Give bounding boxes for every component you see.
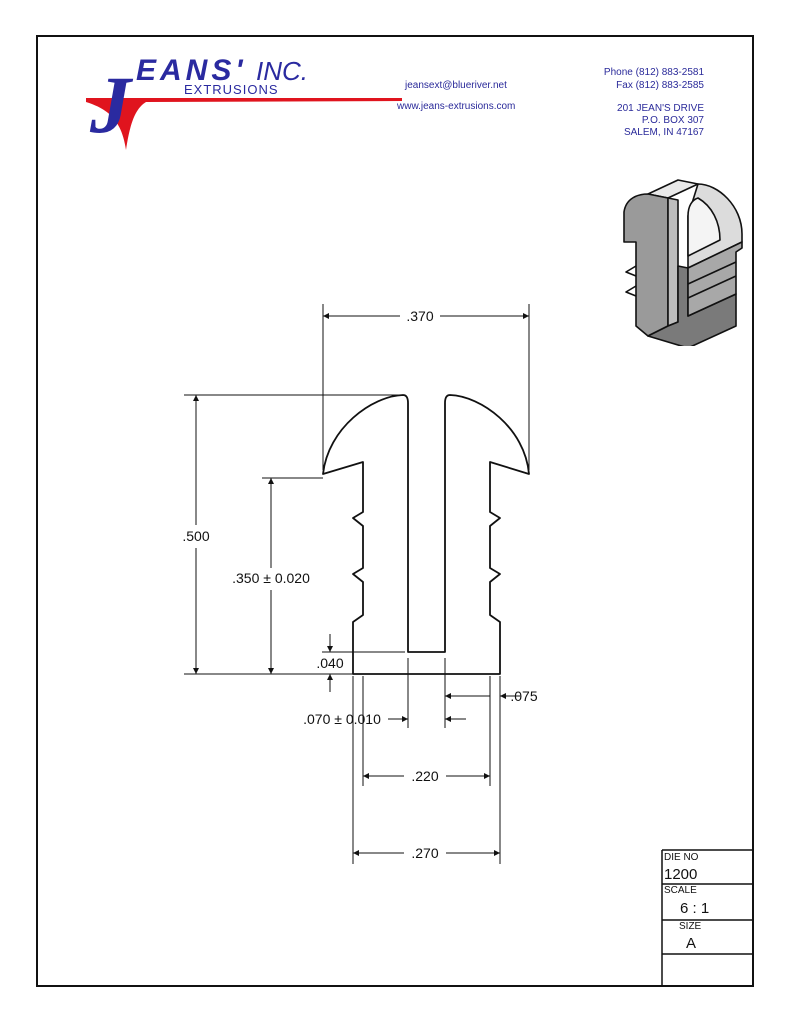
label-top-width: .370 (406, 308, 433, 324)
iso-head-curve (687, 197, 721, 257)
isometric-view (623, 179, 743, 346)
label-outer-width: .270 (411, 845, 438, 861)
logo-subtitle: EXTRUSIONS (184, 82, 279, 97)
company-website[interactable]: www.jeans-extrusions.com (397, 101, 516, 112)
title-block (661, 849, 754, 987)
company-logo: J EANS' INC. EXTRUSIONS (86, 54, 402, 150)
size-label: SIZE (679, 921, 702, 932)
iso-front-left (623, 193, 669, 337)
die-no-value: 1200 (664, 866, 698, 883)
logo-name: EANS' (136, 54, 246, 87)
label-leg-length: .350 ± 0.020 (232, 570, 310, 586)
label-height: .500 (182, 528, 209, 544)
scale-label: SCALE (664, 885, 697, 896)
iso-rib-1 (625, 265, 637, 277)
extrusion-profile (322, 394, 530, 675)
label-slot-width: .070 ± 0.010 (303, 711, 381, 727)
iso-rib-4 (687, 275, 737, 299)
size-value: A (686, 935, 697, 952)
address-line-1: 201 JEAN'S DRIVE (617, 103, 704, 114)
address-line-2: P.O. BOX 307 (641, 115, 704, 126)
address-line-3: SALEM, IN 47167 (623, 127, 704, 138)
company-email[interactable]: jeansext@blueriver.net (405, 80, 507, 91)
company-phone: Phone (812) 883-2581 (603, 67, 704, 78)
logo-letter-j: J (89, 59, 134, 150)
die-no-label: DIE NO (664, 852, 699, 863)
label-wall-thickness: .075 (510, 688, 537, 704)
company-fax: Fax (812) 883-2585 (616, 80, 704, 91)
iso-right-leg (687, 241, 743, 317)
scale-value: 6 : 1 (680, 900, 710, 917)
label-base-thickness: .040 (316, 655, 343, 671)
iso-rib-3 (687, 261, 737, 285)
label-inner-width: .220 (411, 768, 438, 784)
logo-suffix: INC. (256, 56, 308, 86)
iso-base (647, 265, 737, 346)
iso-rib-2 (625, 285, 637, 297)
red-swoosh-shape (86, 98, 402, 150)
drawing-border (36, 35, 754, 987)
